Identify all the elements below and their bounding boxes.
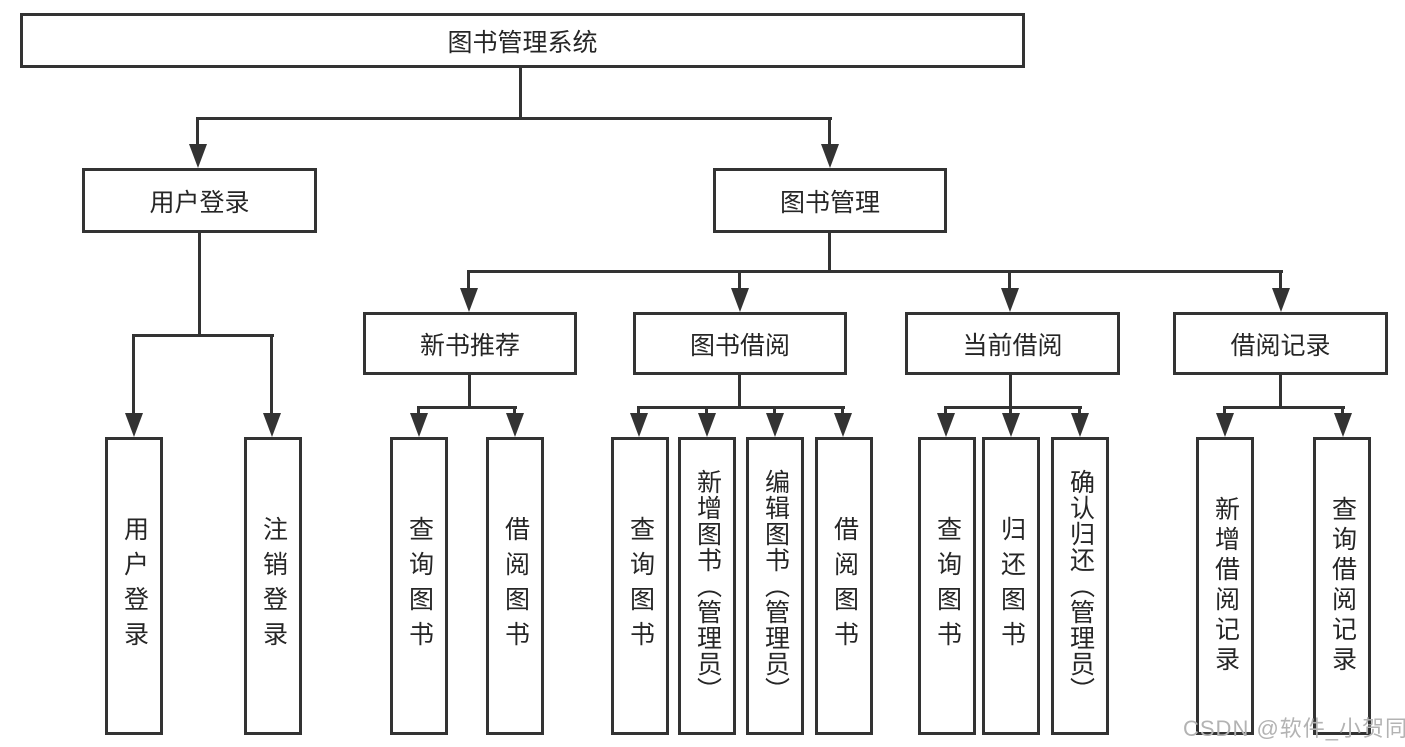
connector-newbook-branch <box>417 406 517 409</box>
arrowhead-to-borrow <box>731 288 749 312</box>
connector-borrow-leaf4 <box>841 407 844 417</box>
node-root-label: 图书管理系统 <box>447 28 598 57</box>
connector-to-login <box>196 118 199 148</box>
leaf-borrow-edit-admin-label: 编辑图书（管理员） <box>761 469 790 703</box>
arrowhead-borrow-leaf3 <box>766 413 784 437</box>
connector-to-mgmt <box>828 118 831 148</box>
connector-root-trunk <box>519 68 522 118</box>
connector-login-leaf1 <box>132 335 135 417</box>
connector-to-current <box>1008 271 1011 292</box>
leaf-borrow-query: 查询图书 <box>611 437 669 735</box>
leaf-newbook-query-label: 查询图书 <box>405 516 434 656</box>
watermark-text: CSDN @软件_小贺同学 <box>1183 716 1405 741</box>
leaf-current-return-label: 归还图书 <box>997 516 1026 656</box>
connector-current-leaf1 <box>944 407 947 417</box>
connector-login-branch <box>132 334 274 337</box>
node-user-login: 用户登录 <box>82 168 317 233</box>
arrowhead-login-leaf2 <box>263 413 281 437</box>
leaf-current-confirm-admin-label: 确认归还（管理员） <box>1066 469 1095 703</box>
connector-records-trunk <box>1279 375 1282 407</box>
connector-current-leaf3 <box>1078 407 1081 417</box>
connector-borrow-branch <box>637 406 845 409</box>
arrowhead-to-newbook <box>460 288 478 312</box>
connector-newbook-trunk <box>468 375 471 407</box>
arrowhead-newbook-leaf1 <box>410 413 428 437</box>
leaf-records-add-label: 新增借阅记录 <box>1211 496 1240 676</box>
connector-newbook-leaf2 <box>513 407 516 417</box>
node-book-mgmt: 图书管理 <box>713 168 947 233</box>
leaf-records-query-label: 查询借阅记录 <box>1328 496 1357 676</box>
node-borrow-records: 借阅记录 <box>1173 312 1388 375</box>
node-new-book-recommend: 新书推荐 <box>363 312 577 375</box>
connector-borrow-leaf3 <box>773 407 776 417</box>
connector-current-leaf2 <box>1009 407 1012 417</box>
leaf-records-query: 查询借阅记录 <box>1313 437 1371 735</box>
leaf-borrow-edit-admin: 编辑图书（管理员） <box>746 437 804 735</box>
arrowhead-login-leaf1 <box>125 413 143 437</box>
connector-login-trunk <box>198 233 201 335</box>
connector-records-leaf1 <box>1223 407 1226 417</box>
leaf-logout: 注销登录 <box>244 437 302 735</box>
leaf-user-login: 用户登录 <box>105 437 163 735</box>
node-current-borrow-label: 当前借阅 <box>962 331 1063 360</box>
connector-records-leaf2 <box>1341 407 1344 417</box>
leaf-borrow-add-admin: 新增图书（管理员） <box>678 437 736 735</box>
leaf-newbook-query: 查询图书 <box>390 437 448 735</box>
connector-to-records <box>1279 271 1282 292</box>
leaf-current-confirm-admin: 确认归还（管理员） <box>1051 437 1109 735</box>
connector-to-newbook <box>467 271 470 292</box>
leaf-current-query-label: 查询图书 <box>933 516 962 656</box>
arrowhead-current-leaf2 <box>1002 413 1020 437</box>
connector-to-borrow <box>738 271 741 292</box>
node-borrow-records-label: 借阅记录 <box>1230 331 1331 360</box>
leaf-current-query: 查询图书 <box>918 437 976 735</box>
leaf-records-add: 新增借阅记录 <box>1196 437 1254 735</box>
connector-records-branch <box>1223 406 1345 409</box>
arrowhead-current-leaf3 <box>1071 413 1089 437</box>
node-user-login-label: 用户登录 <box>149 188 250 217</box>
arrowhead-borrow-leaf1 <box>630 413 648 437</box>
connector-borrow-leaf1 <box>637 407 640 417</box>
arrowhead-to-current <box>1001 288 1019 312</box>
leaf-borrow-add-admin-label: 新增图书（管理员） <box>693 469 722 703</box>
arrowhead-borrow-leaf4 <box>834 413 852 437</box>
leaf-newbook-borrow: 借阅图书 <box>486 437 544 735</box>
arrowhead-to-mgmt <box>821 144 839 168</box>
arrowhead-newbook-leaf2 <box>506 413 524 437</box>
node-new-book-recommend-label: 新书推荐 <box>419 331 520 360</box>
leaf-user-login-label: 用户登录 <box>120 516 149 656</box>
connector-newbook-leaf1 <box>417 407 420 417</box>
arrowhead-to-records <box>1272 288 1290 312</box>
arrowhead-records-leaf2 <box>1334 413 1352 437</box>
node-book-borrow: 图书借阅 <box>633 312 847 375</box>
connector-mgmt-trunk <box>828 232 831 271</box>
leaf-newbook-borrow-label: 借阅图书 <box>501 516 530 656</box>
connector-root-branch <box>196 117 832 120</box>
arrowhead-to-login <box>189 144 207 168</box>
connector-mgmt-branch <box>467 270 1283 273</box>
node-current-borrow: 当前借阅 <box>905 312 1120 375</box>
arrowhead-current-leaf1 <box>937 413 955 437</box>
connector-current-branch <box>944 406 1082 409</box>
leaf-current-return: 归还图书 <box>982 437 1040 735</box>
leaf-borrow-query-label: 查询图书 <box>626 516 655 656</box>
connector-login-leaf2 <box>270 335 273 417</box>
leaf-borrow-book-label: 借阅图书 <box>830 516 859 656</box>
leaf-logout-label: 注销登录 <box>259 516 288 656</box>
leaf-borrow-book: 借阅图书 <box>815 437 873 735</box>
arrowhead-borrow-leaf2 <box>698 413 716 437</box>
connector-borrow-trunk <box>738 375 741 407</box>
arrowhead-records-leaf1 <box>1216 413 1234 437</box>
node-book-mgmt-label: 图书管理 <box>779 188 880 217</box>
node-book-borrow-label: 图书借阅 <box>689 331 790 360</box>
connector-borrow-leaf2 <box>705 407 708 417</box>
connector-current-trunk <box>1009 375 1012 407</box>
node-root: 图书管理系统 <box>20 13 1025 68</box>
